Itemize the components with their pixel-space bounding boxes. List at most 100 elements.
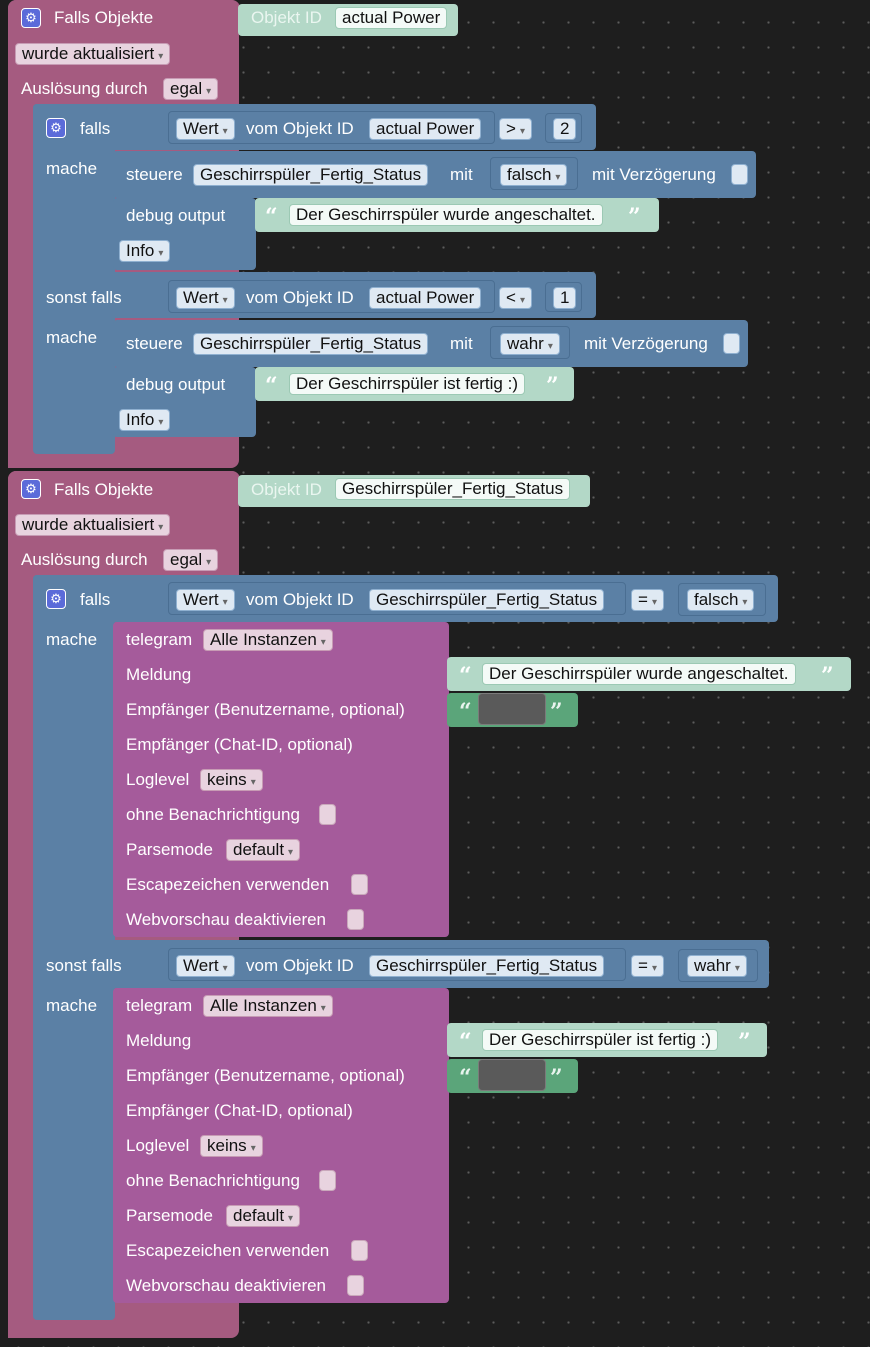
parsemode-label: Parsemode <box>126 1206 213 1225</box>
sonst-falls-label: sonst falls <box>46 956 122 975</box>
object-id-label: Objekt ID <box>251 8 322 27</box>
parsemode-label: Parsemode <box>126 840 213 859</box>
wert-dropdown[interactable]: Wert <box>176 589 235 611</box>
close-quote-icon: ” <box>738 1029 751 1055</box>
mache-label: mache <box>46 159 98 178</box>
escape-label: Escapezeichen verwenden <box>126 1241 330 1260</box>
silent-checkbox[interactable] <box>319 1170 336 1191</box>
debug-label: debug output <box>126 375 226 394</box>
wert-dropdown[interactable]: Wert <box>176 287 235 309</box>
object-id-value[interactable]: actual Power <box>369 287 482 309</box>
object-id-value[interactable]: actual Power <box>335 7 448 29</box>
recipient-user-label: Empfänger (Benutzername, optional) <box>126 700 405 719</box>
trigger-dropdown[interactable]: egal <box>163 78 219 100</box>
gear-icon[interactable]: ⚙ <box>21 479 41 499</box>
object-id-label: Objekt ID <box>251 480 322 499</box>
level-dropdown[interactable]: Info <box>119 240 171 262</box>
telegram-block[interactable] <box>113 988 449 1303</box>
close-quote-icon: ” <box>546 373 559 399</box>
text-value[interactable]: Der Geschirrspüler ist fertig :) <box>289 373 525 395</box>
recipient-user-label: Empfänger (Benutzername, optional) <box>126 1066 405 1085</box>
delay-label: mit Verzögerung <box>592 165 716 184</box>
event-dropdown[interactable]: wurde aktualisiert <box>15 43 171 65</box>
webpreview-label: Webvorschau deaktivieren <box>126 1276 327 1295</box>
silent-label: ohne Benachrichtigung <box>126 1171 300 1190</box>
open-quote-icon: “ <box>459 699 472 725</box>
recipient-user-value[interactable] <box>478 693 546 725</box>
gear-icon[interactable]: ⚙ <box>46 118 66 138</box>
webpreview-checkbox[interactable] <box>347 909 364 930</box>
close-quote-icon: ” <box>550 699 563 725</box>
value-dropdown[interactable]: falsch <box>687 589 755 611</box>
falls-label: falls <box>80 590 111 609</box>
value-dropdown[interactable]: falsch <box>500 164 568 186</box>
target-object[interactable]: Geschirrspüler_Fertig_Status <box>193 164 429 186</box>
trigger-label: Auslösung durch <box>21 79 148 98</box>
vom-objekt-label: vom Objekt ID <box>246 119 354 138</box>
delay-checkbox[interactable] <box>723 333 740 354</box>
loglevel-dropdown[interactable]: keins <box>200 1135 263 1157</box>
escape-checkbox[interactable] <box>351 874 368 895</box>
mache-label: mache <box>46 996 98 1015</box>
telegram-block[interactable] <box>113 622 449 937</box>
target-object[interactable]: Geschirrspüler_Fertig_Status <box>193 333 429 355</box>
message-value[interactable]: Der Geschirrspüler ist fertig :) <box>482 1029 718 1051</box>
operator-dropdown[interactable]: = <box>631 589 664 611</box>
level-dropdown[interactable]: Info <box>119 409 171 431</box>
mit-label: mit <box>450 334 473 353</box>
escape-checkbox[interactable] <box>351 1240 368 1261</box>
open-quote-icon: “ <box>265 373 278 399</box>
loglevel-label: Loglevel <box>126 1136 190 1155</box>
value-dropdown[interactable]: wahr <box>500 333 560 355</box>
parsemode-dropdown[interactable]: default <box>226 839 301 861</box>
close-quote-icon: ” <box>550 1065 563 1091</box>
trigger-title: Falls Objekte <box>54 8 154 27</box>
debug-label: debug output <box>126 206 226 225</box>
number-field[interactable]: 1 <box>553 287 577 309</box>
vom-objekt-label: vom Objekt ID <box>246 288 354 307</box>
silent-label: ohne Benachrichtigung <box>126 805 300 824</box>
webpreview-label: Webvorschau deaktivieren <box>126 910 327 929</box>
object-id-value[interactable]: actual Power <box>369 118 482 140</box>
value-dropdown[interactable]: wahr <box>687 955 747 977</box>
sonst-falls-label: sonst falls <box>46 288 122 307</box>
object-id-value[interactable]: Geschirrspüler_Fertig_Status <box>369 589 605 611</box>
open-quote-icon: “ <box>265 204 278 230</box>
trigger-block-1-top <box>8 0 240 36</box>
recipient-user-value[interactable] <box>478 1059 546 1091</box>
event-dropdown[interactable]: wurde aktualisiert <box>15 514 171 536</box>
text-value[interactable]: Der Geschirrspüler wurde angeschaltet. <box>289 204 603 226</box>
gear-icon[interactable]: ⚙ <box>21 8 41 28</box>
meldung-label: Meldung <box>126 665 192 684</box>
steuere-label: steuere <box>126 334 183 353</box>
object-id-value[interactable]: Geschirrspüler_Fertig_Status <box>369 955 605 977</box>
operator-dropdown[interactable]: > <box>499 118 532 140</box>
steuere-label: steuere <box>126 165 183 184</box>
object-id-value[interactable]: Geschirrspüler_Fertig_Status <box>335 478 571 500</box>
wert-dropdown[interactable]: Wert <box>176 118 235 140</box>
webpreview-checkbox[interactable] <box>347 1275 364 1296</box>
operator-dropdown[interactable]: < <box>499 287 532 309</box>
escape-label: Escapezeichen verwenden <box>126 875 330 894</box>
recipient-chat-label: Empfänger (Chat-ID, optional) <box>126 1101 353 1120</box>
instances-dropdown[interactable]: Alle Instanzen <box>203 995 333 1017</box>
message-value[interactable]: Der Geschirrspüler wurde angeschaltet. <box>482 663 796 685</box>
wert-dropdown[interactable]: Wert <box>176 955 235 977</box>
operator-dropdown[interactable]: = <box>631 955 664 977</box>
delay-checkbox[interactable] <box>731 164 748 185</box>
gear-icon[interactable]: ⚙ <box>46 589 66 609</box>
parsemode-dropdown[interactable]: default <box>226 1205 301 1227</box>
silent-checkbox[interactable] <box>319 804 336 825</box>
trigger-title: Falls Objekte <box>54 480 154 499</box>
falls-label: falls <box>80 119 111 138</box>
number-field[interactable]: 2 <box>553 118 577 140</box>
vom-objekt-label: vom Objekt ID <box>246 590 354 609</box>
loglevel-dropdown[interactable]: keins <box>200 769 263 791</box>
trigger-label: Auslösung durch <box>21 550 148 569</box>
open-quote-icon: “ <box>459 1029 472 1055</box>
trigger-dropdown[interactable]: egal <box>163 549 219 571</box>
instances-dropdown[interactable]: Alle Instanzen <box>203 629 333 651</box>
delay-label: mit Verzögerung <box>584 334 708 353</box>
telegram-label: telegram <box>126 630 193 649</box>
recipient-chat-label: Empfänger (Chat-ID, optional) <box>126 735 353 754</box>
